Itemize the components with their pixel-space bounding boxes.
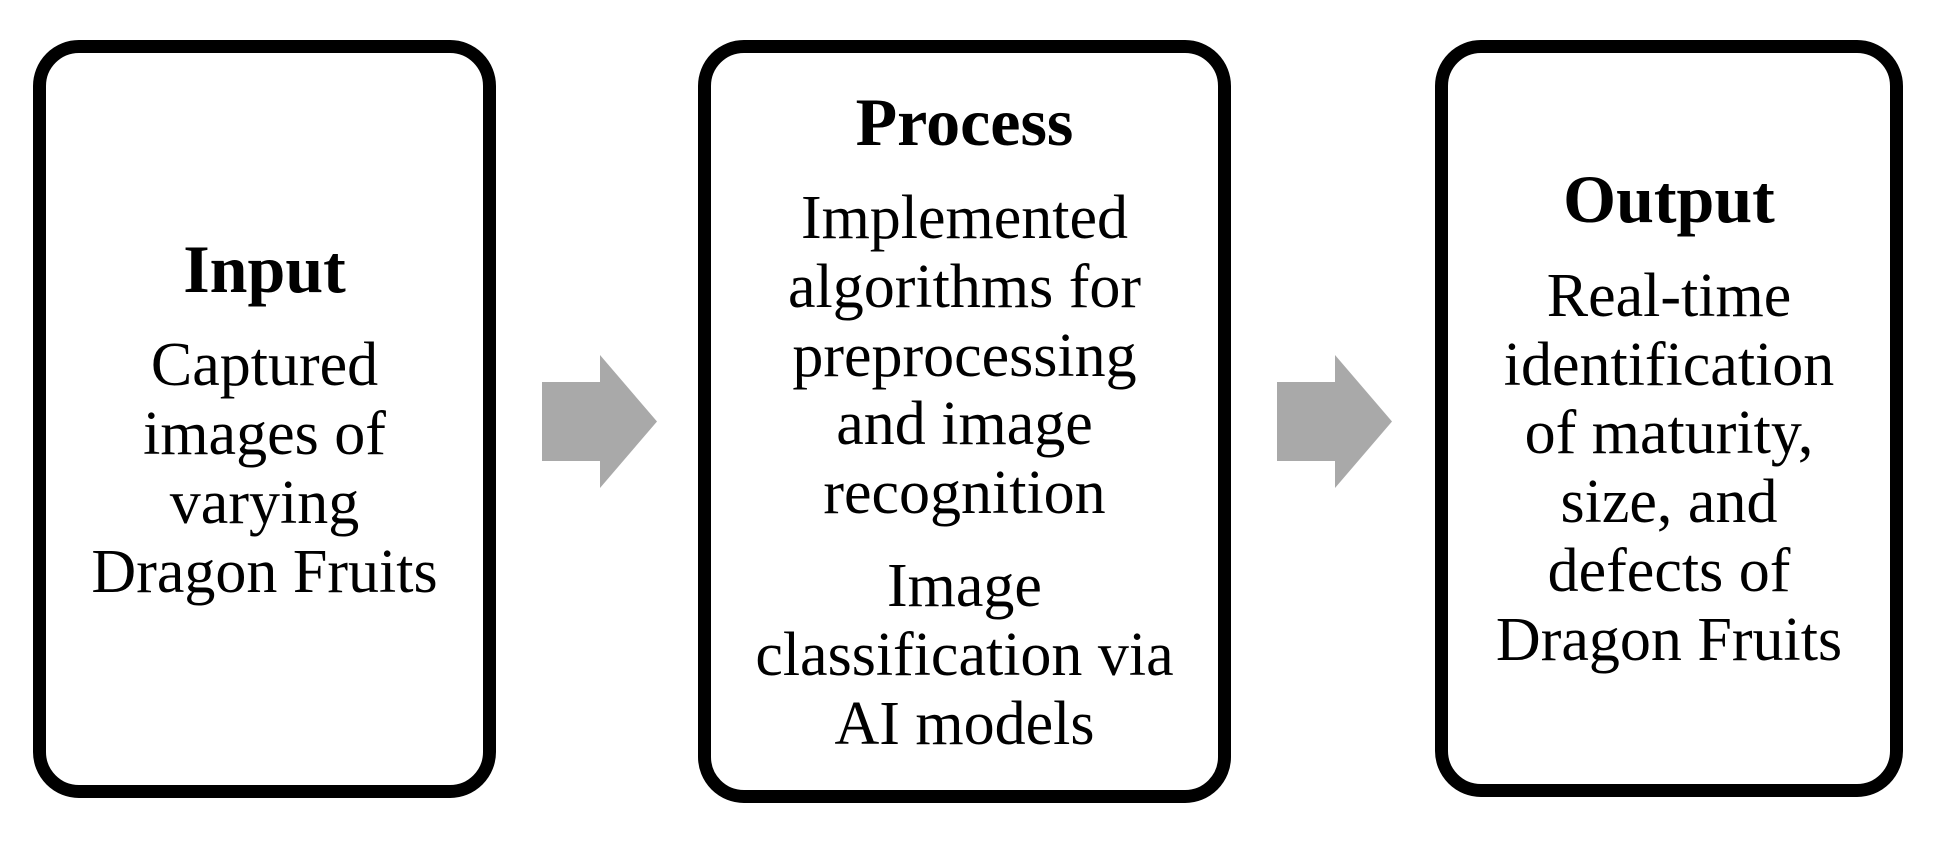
text-line: identification <box>1503 330 1835 399</box>
process-box-paragraph-1: Implemented algorithms for preprocessing… <box>788 184 1141 528</box>
text-line: Captured <box>150 331 379 400</box>
right-arrow-icon <box>1277 355 1392 488</box>
process-box-title: Process <box>855 83 1074 160</box>
right-arrow-icon <box>542 355 657 488</box>
text-line: Implemented <box>800 183 1129 252</box>
text-line: algorithms for <box>788 252 1141 321</box>
input-box-title: Input <box>183 230 346 307</box>
input-box: Input Captured images of varying Dragon … <box>33 40 496 798</box>
text-line: preprocessing <box>792 321 1137 390</box>
right-arrow-shape <box>542 355 657 488</box>
output-box-title: Output <box>1563 161 1775 238</box>
input-box-paragraph: Captured images of varying Dragon Fruits <box>91 331 437 606</box>
text-line: recognition <box>823 459 1106 528</box>
text-line: and image <box>836 390 1093 459</box>
arrow-input-to-process <box>542 355 657 488</box>
text-line: Real-time <box>1546 261 1792 330</box>
text-line: of maturity, <box>1524 399 1814 468</box>
text-line: Dragon Fruits <box>1495 605 1843 674</box>
text-line: varying <box>169 468 360 537</box>
text-line: Dragon Fruits <box>91 537 438 606</box>
text-line: size, and <box>1560 468 1778 537</box>
right-arrow-shape <box>1277 355 1392 488</box>
output-box: Output Real-time identification of matur… <box>1435 40 1903 797</box>
process-box: Process Implemented algorithms for prepr… <box>698 40 1231 803</box>
arrow-process-to-output <box>1277 355 1392 488</box>
text-line: defects of <box>1547 537 1791 606</box>
text-line: AI models <box>834 689 1095 758</box>
process-box-paragraph-2: Image classification via AI models <box>755 552 1173 758</box>
text-line: images of <box>143 399 386 468</box>
output-box-paragraph: Real-time identification of maturity, si… <box>1496 262 1842 675</box>
text-line: Image <box>887 552 1042 621</box>
text-line: classification via <box>755 620 1174 689</box>
